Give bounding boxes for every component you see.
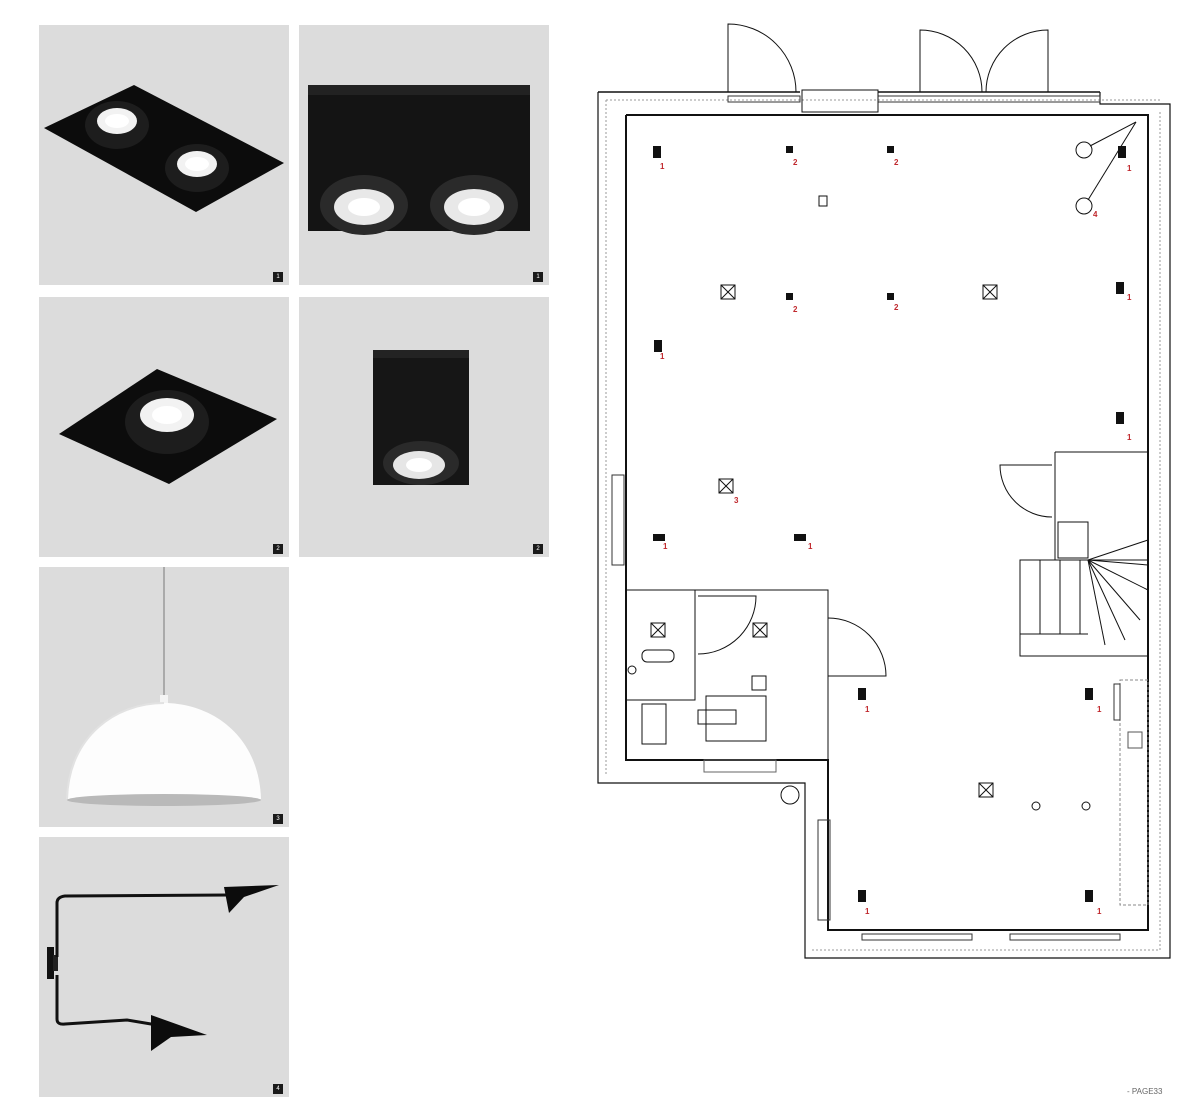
fixture-label: 1 [1097,705,1102,714]
dome-pendant-illustration [66,567,261,806]
fixture-label: 2 [793,305,798,314]
fixture-label: 1 [1127,164,1132,173]
wall-lamp-illustration [47,885,279,1051]
fixture-label: 1 [1097,907,1102,916]
fixture-label: 1 [660,352,665,361]
fixture-number-badge: 4 [273,1084,283,1094]
fixture-label: 3 [734,496,739,505]
product-photo-single-recessed-spot: 2 [39,297,289,557]
fixture-label: 1 [808,542,813,551]
fixture-label: 2 [894,158,899,167]
fixture-number-badge: 3 [273,814,283,824]
product-photo-dome-pendant: 3 [39,567,289,827]
fixture-label: 2 [894,303,899,312]
product-photo-double-surface-spot: 1 [299,25,549,285]
double-surface-spot-illustration [308,85,530,235]
single-recessed-spot-illustration [59,369,277,484]
double-recessed-spot-illustration [44,85,284,212]
spot-symbols [653,146,1126,902]
single-surface-spot-illustration [373,350,469,485]
product-photo-double-recessed-spot: 1 [39,25,289,285]
lighting-floor-plan: 1 2 2 1 4 2 2 1 1 1 3 1 1 1 1 1 1 [597,23,1171,959]
fixture-label: 1 [660,162,665,171]
fixture-label: 1 [1127,293,1132,302]
fixture-label: 2 [793,158,798,167]
fixture-label: 1 [865,907,870,916]
product-photo-single-surface-spot: 2 [299,297,549,557]
page-number: - PAGE33 [1127,1087,1163,1096]
ceiling-light-symbols [627,121,1137,811]
product-photo-wall-lamp: 4 [39,837,289,1097]
fixture-label: 1 [865,705,870,714]
fixture-number-badge: 2 [533,544,543,554]
fixture-number-badge: 1 [533,272,543,282]
fixture-label: 1 [1127,433,1132,442]
fixture-reference-labels: 1 2 2 1 4 2 2 1 1 1 3 1 1 1 1 1 1 [660,158,1132,916]
fixture-number-badge: 1 [273,272,283,282]
fixture-label: 4 [1093,210,1098,219]
fixture-number-badge: 2 [273,544,283,554]
fixture-label: 1 [663,542,668,551]
